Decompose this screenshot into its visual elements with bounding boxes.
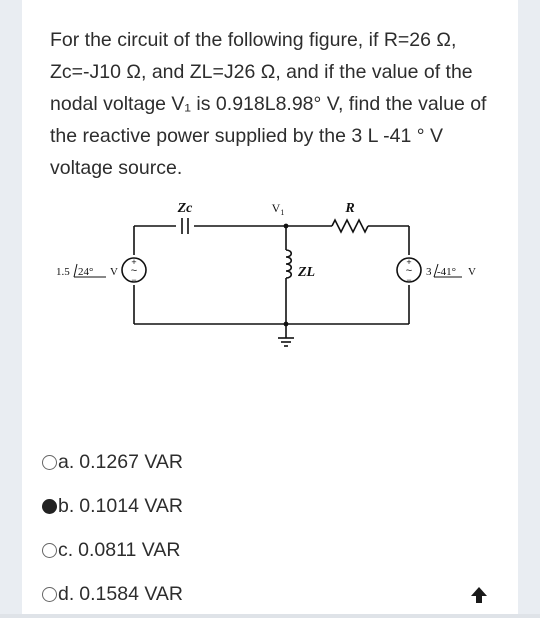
option-d-letter: d. — [58, 582, 75, 605]
left-source-minus: − — [131, 275, 136, 285]
right-source-tilde: ~ — [406, 265, 412, 277]
right-source-value: 3 — [426, 266, 432, 278]
option-c-radio[interactable] — [42, 542, 57, 558]
option-b-letter: b. — [58, 494, 75, 517]
option-a[interactable]: a. 0.1267 VAR — [42, 440, 183, 484]
left-source-tilde: ~ — [131, 265, 137, 277]
left-source-value: 1.5 — [56, 266, 70, 278]
option-a-letter: a. — [58, 450, 75, 473]
option-c[interactable]: c. 0.0811 VAR — [42, 528, 183, 572]
arrow-up-icon[interactable] — [468, 584, 490, 606]
option-d-text: 0.1584 VAR — [79, 582, 183, 605]
left-source-unit: V — [110, 266, 118, 278]
answer-options: a. 0.1267 VAR b. 0.1014 VAR c. 0.0811 VA… — [42, 440, 183, 616]
right-voltage-source — [396, 257, 422, 283]
option-b-text: 0.1014 VAR — [79, 494, 183, 517]
zc-label: Zc — [177, 201, 194, 216]
r-label: R — [344, 201, 354, 216]
left-voltage-source — [121, 257, 147, 283]
option-d-radio[interactable] — [42, 586, 57, 602]
bottom-divider — [0, 614, 540, 618]
right-source-minus: − — [406, 275, 411, 285]
right-source-unit: V — [468, 266, 476, 278]
option-d[interactable]: d. 0.1584 VAR — [42, 572, 183, 616]
question-text: For the circuit of the following figure,… — [50, 29, 487, 179]
option-b[interactable]: b. 0.1014 VAR — [42, 484, 183, 528]
circuit-diagram: + ~ − + ~ − Zc V1 R ZL 1.5 24° V 3 -41° … — [56, 201, 476, 347]
question-card: For the circuit of the following figure,… — [22, 0, 518, 618]
option-a-text: 0.1267 VAR — [79, 450, 183, 473]
option-a-radio[interactable] — [42, 454, 57, 470]
right-source-plus: + — [406, 257, 411, 267]
right-source-angle: -41° — [437, 266, 456, 278]
left-source-angle: 24° — [78, 266, 93, 278]
zl-label: ZL — [297, 265, 315, 280]
option-c-letter: c. — [58, 538, 74, 561]
v1-label: V1 — [272, 201, 285, 217]
option-c-text: 0.0811 VAR — [78, 538, 181, 561]
left-source-plus: + — [131, 257, 136, 267]
option-b-radio[interactable] — [42, 498, 57, 514]
